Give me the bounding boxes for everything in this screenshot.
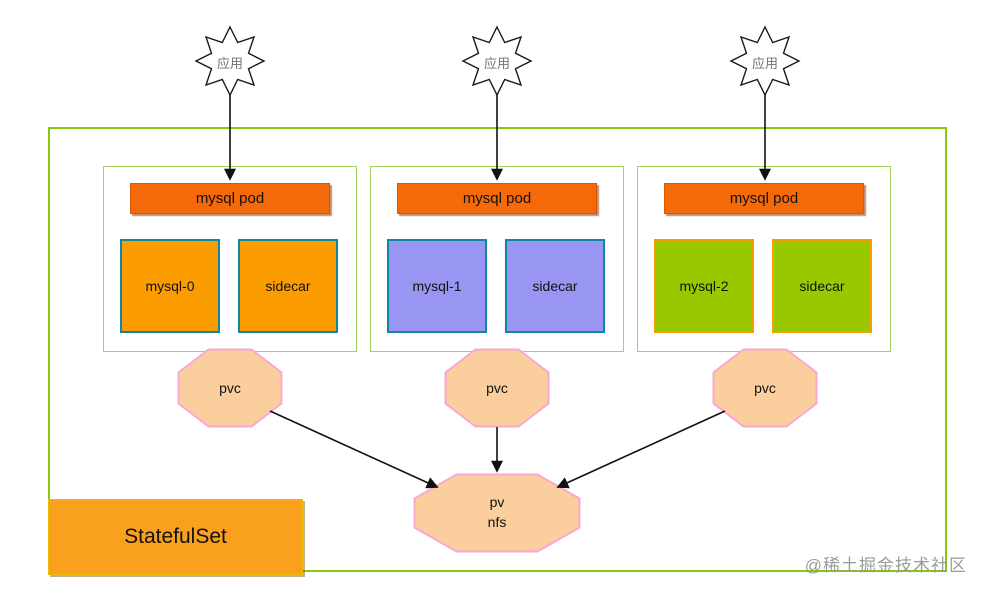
pod-group-mysql-1: mysql pod mysql-1 sidecar <box>370 166 624 352</box>
statefulset-label-box: StatefulSet <box>48 499 303 575</box>
app-label-1: 应用 <box>483 56 510 71</box>
container-box-mysql-0: mysql-0 <box>120 239 220 333</box>
app-label-2: 应用 <box>751 56 778 71</box>
watermark-text: @稀土掘金技术社区 <box>804 556 967 575</box>
app-label-0: 应用 <box>216 56 243 71</box>
app-starburst-2 <box>730 26 800 96</box>
container-box-sidecar: sidecar <box>238 239 338 333</box>
container-box-mysql-2: mysql-2 <box>654 239 754 333</box>
mysql-pod-header: mysql pod <box>397 183 597 214</box>
app-starburst-1 <box>462 26 532 96</box>
container-box-sidecar: sidecar <box>772 239 872 333</box>
container-box-sidecar: sidecar <box>505 239 605 333</box>
pod-group-mysql-0: mysql pod mysql-0 sidecar <box>103 166 357 352</box>
pod-group-mysql-2: mysql pod mysql-2 sidecar <box>637 166 891 352</box>
mysql-pod-header: mysql pod <box>664 183 864 214</box>
mysql-pod-header: mysql pod <box>130 183 330 214</box>
container-box-mysql-1: mysql-1 <box>387 239 487 333</box>
app-starburst-0 <box>195 26 265 96</box>
